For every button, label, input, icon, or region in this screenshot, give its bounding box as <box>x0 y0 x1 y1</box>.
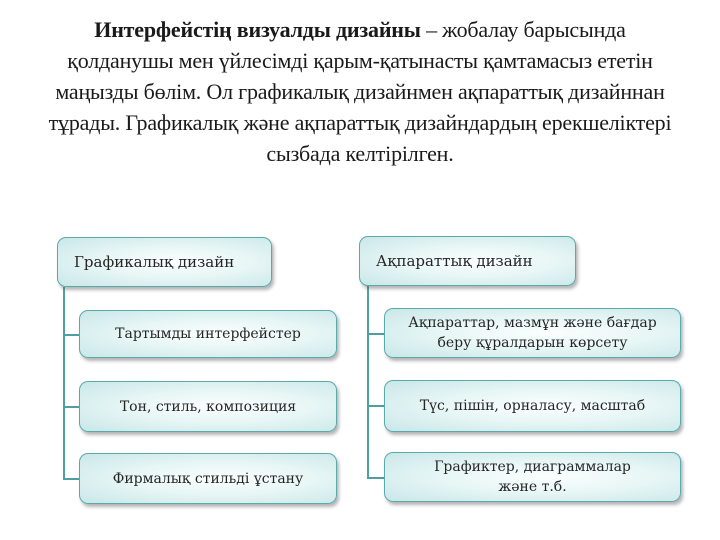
graphic-item-label: Фирмалық стильді ұстану <box>112 470 304 487</box>
info-item-label: Түс, пішін, орналасу, масштаб <box>419 398 646 414</box>
info-item-2: Түс, пішін, орналасу, масштаб <box>384 380 681 432</box>
right-connector-3 <box>367 477 384 479</box>
info-item-label: Графиктер, диаграммалар және т.б. <box>434 459 631 495</box>
right-connector-vertical <box>367 286 369 478</box>
right-connector-2 <box>367 405 384 407</box>
info-item-1: Ақпараттар, мазмұн және бағдар беру құра… <box>384 308 681 358</box>
graphic-item-label: Тартымды интерфейстер <box>115 326 301 342</box>
graphic-item-label: Тон, стиль, композиция <box>119 398 297 415</box>
left-connector-3 <box>63 478 79 480</box>
left-connector-2 <box>63 406 79 408</box>
right-connector-1 <box>367 333 384 335</box>
info-design-header: Ақпараттық дизайн <box>359 236 576 286</box>
graphic-item-1: Тартымды интерфейстер <box>79 310 337 358</box>
info-item-label: Ақпараттар, мазмұн және бағдар беру құра… <box>408 315 657 351</box>
intro-term: Интерфейстің визуалды дизайны <box>94 17 421 42</box>
left-connector-1 <box>63 334 79 336</box>
intro-paragraph: Интерфейстің визуалды дизайны – жобалау … <box>40 14 680 169</box>
info-design-title: Ақпараттық дизайн <box>376 252 533 270</box>
graphic-item-2: Тон, стиль, композиция <box>79 381 337 432</box>
intro-text: – жобалау барысында қолданушы мен үйлесі… <box>48 17 672 166</box>
info-item-3: Графиктер, диаграммалар және т.б. <box>384 452 681 502</box>
graphic-item-3: Фирмалық стильді ұстану <box>79 453 337 504</box>
graphic-design-title: Графикалық дизайн <box>74 253 235 271</box>
graphic-design-header: Графикалық дизайн <box>57 237 272 287</box>
left-connector-vertical <box>63 287 65 478</box>
